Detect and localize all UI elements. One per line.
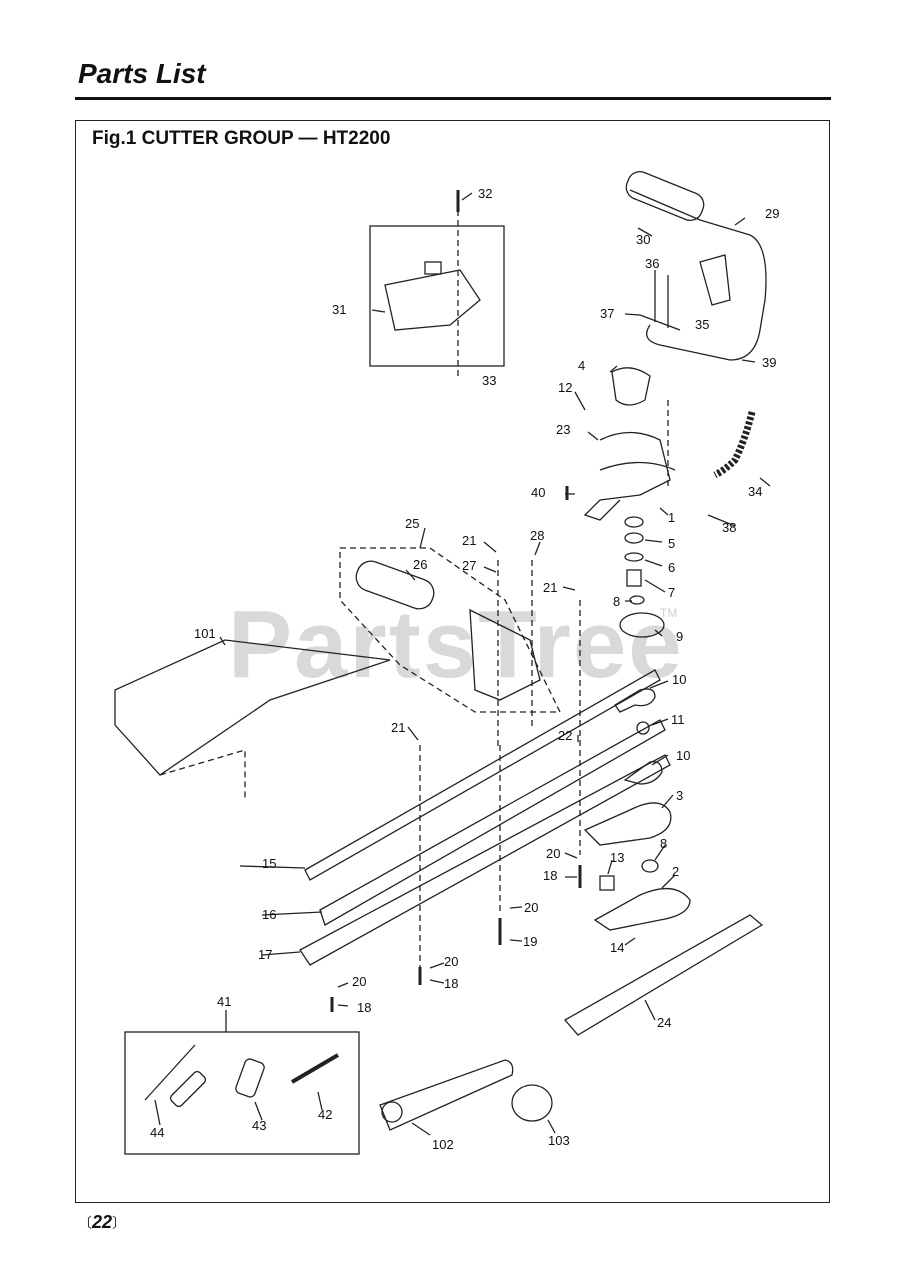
part-label-23: 23	[556, 422, 570, 437]
part-label-12: 12	[558, 380, 572, 395]
part-29-handle	[629, 189, 767, 361]
watermark-logo: PartsTree	[228, 591, 684, 698]
part-label-18: 18	[444, 976, 458, 991]
part-label-7: 7	[668, 585, 675, 600]
part-15-bar	[304, 669, 661, 881]
part-16-blade	[319, 719, 666, 926]
title-rule	[75, 97, 831, 100]
part-label-35: 35	[695, 317, 709, 332]
part-5-bearing	[624, 516, 644, 528]
part-label-43: 43	[252, 1118, 266, 1133]
part-label-39: 39	[762, 355, 776, 370]
part-label-22: 22	[558, 728, 572, 743]
part-label-19: 19	[523, 934, 537, 949]
part-37-bracket	[639, 314, 681, 331]
part-42-wrench	[290, 1053, 340, 1084]
part-label-8: 8	[613, 594, 620, 609]
part-4-cup	[611, 367, 651, 406]
part-43-socket	[235, 1058, 265, 1098]
part-label-10: 10	[672, 672, 686, 687]
part-6-ring	[624, 552, 644, 562]
part-label-36: 36	[645, 256, 659, 271]
part-35-throttle	[699, 254, 731, 306]
part-17-blade	[299, 754, 671, 966]
part-label-6: 6	[668, 560, 675, 575]
part-label-29: 29	[765, 206, 779, 221]
part-label-42: 42	[318, 1107, 332, 1122]
part-9-gear	[619, 612, 665, 638]
part-label-8: 8	[660, 836, 667, 851]
part-label-11: 11	[671, 712, 685, 727]
part-label-17: 17	[258, 947, 272, 962]
part-label-40: 40	[531, 485, 545, 500]
part-label-10: 10	[676, 748, 690, 763]
part-label-28: 28	[530, 528, 544, 543]
part-26-grip	[355, 560, 435, 610]
part-label-16: 16	[262, 907, 276, 922]
part-label-38: 38	[722, 520, 736, 535]
switch-box-frame	[369, 225, 505, 367]
tool-box-frame	[124, 1031, 360, 1155]
part-30-grip	[625, 171, 705, 221]
part-label-101: 101	[194, 626, 216, 641]
part-label-20: 20	[524, 900, 538, 915]
part-label-103: 103	[548, 1133, 570, 1148]
part-13-block	[599, 875, 615, 891]
part-7-pinion	[626, 569, 642, 587]
part-label-21: 21	[391, 720, 405, 735]
part-25-bracket	[469, 608, 541, 701]
part-label-20: 20	[546, 846, 560, 861]
part-label-37: 37	[600, 306, 614, 321]
part-label-5: 5	[668, 536, 675, 551]
part-label-26: 26	[413, 557, 427, 572]
part-label-15: 15	[262, 856, 276, 871]
part-label-34: 34	[748, 484, 762, 499]
part-label-21: 21	[462, 533, 476, 548]
part-11-clip	[636, 721, 650, 735]
part-10-link	[614, 688, 656, 713]
part-label-30: 30	[636, 232, 650, 247]
figure-title: Fig.1 CUTTER GROUP — HT2200	[92, 128, 391, 149]
part-label-1: 1	[668, 510, 675, 525]
part-label-2: 2	[672, 864, 679, 879]
part-103-cap	[511, 1084, 553, 1122]
part-3-gasket	[583, 802, 672, 846]
part-2-plate	[593, 888, 691, 931]
part-label-32: 32	[478, 186, 492, 201]
part-label-27: 27	[462, 558, 476, 573]
part-24-cover	[563, 914, 764, 1036]
part-44-screwdriver	[144, 1044, 196, 1101]
part-8-washer	[629, 595, 645, 605]
page-number: 〔22〕	[78, 1212, 127, 1232]
part-label-13: 13	[610, 850, 624, 865]
part-102-wrench	[379, 1059, 514, 1131]
part-label-9: 9	[676, 629, 683, 644]
part-label-21: 21	[543, 580, 557, 595]
part-label-18: 18	[543, 868, 557, 883]
part-label-41: 41	[217, 994, 231, 1009]
part-label-24: 24	[657, 1015, 671, 1030]
part-label-44: 44	[150, 1125, 164, 1140]
part-101-guard	[114, 639, 391, 776]
part-label-33: 33	[482, 373, 496, 388]
part-label-18: 18	[357, 1000, 371, 1015]
part-label-14: 14	[610, 940, 624, 955]
part-label-20: 20	[352, 974, 366, 989]
part-8-spacer	[641, 859, 659, 873]
part-label-4: 4	[578, 358, 585, 373]
figure-frame	[75, 120, 830, 1203]
part-31-switch	[384, 269, 481, 331]
page-title: Parts List	[78, 58, 206, 89]
watermark-tm: TM	[660, 606, 678, 620]
part-label-25: 25	[405, 516, 419, 531]
part-label-31: 31	[332, 302, 346, 317]
part-label-20: 20	[444, 954, 458, 969]
part-34-hose	[713, 411, 756, 479]
part-1-gearcase	[583, 431, 671, 521]
part-25-frame	[339, 547, 562, 713]
part-label-102: 102	[432, 1137, 454, 1152]
part-label-3: 3	[676, 788, 683, 803]
